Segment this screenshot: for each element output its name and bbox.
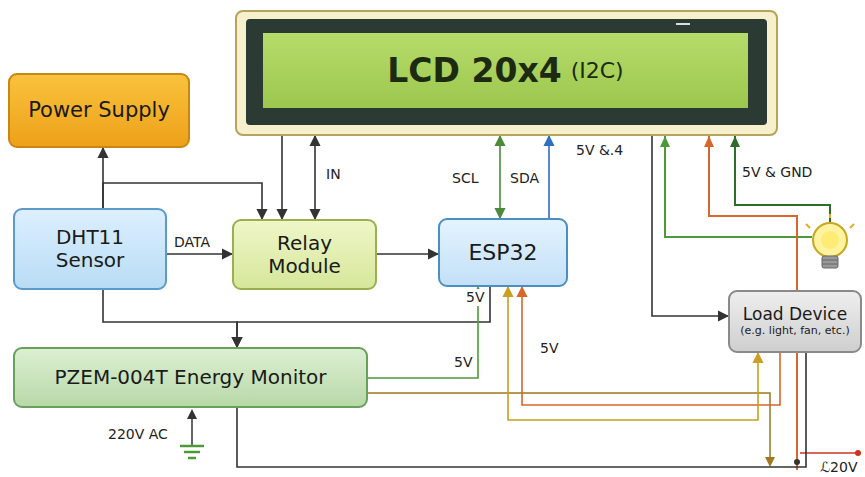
- signal-label: IN: [324, 166, 343, 183]
- lcd-notch: [676, 23, 690, 25]
- signal-label: SCL: [450, 170, 480, 187]
- connector: [103, 290, 237, 347]
- voltage-label: ℒ20V: [818, 459, 859, 476]
- box-label: Load Device: [743, 305, 847, 325]
- lcd-screen: LCD 20x4 (I2C): [263, 33, 748, 108]
- lcd-display: LCD 20x4 (I2C): [235, 10, 778, 136]
- voltage-label: 220V AC: [106, 426, 170, 443]
- connector: [167, 253, 232, 255]
- light-bulb: [806, 214, 854, 268]
- connector: [548, 136, 550, 218]
- connector: [508, 287, 758, 420]
- display-title: LCD 20x4: [387, 52, 561, 90]
- mains-wire: [800, 452, 858, 454]
- relay-box: Relay Module: [232, 219, 377, 290]
- voltage-label: 5V: [464, 289, 486, 306]
- connector: [237, 287, 490, 347]
- pin-label: 5V &.4: [574, 142, 625, 159]
- box-label: DHT11 Sensor: [40, 226, 140, 272]
- connector: [499, 136, 501, 218]
- bulb-wire: [665, 136, 812, 237]
- load-box: Load Device(e.g. light, fan, etc.): [728, 290, 862, 353]
- ground-symbol: [180, 409, 204, 458]
- connector: [281, 136, 283, 219]
- box-label: ESP32: [468, 240, 537, 265]
- controller-box: ESP32: [438, 218, 568, 287]
- pin-label: 5V & GND: [740, 164, 814, 181]
- connector: [377, 253, 438, 255]
- box-note: (e.g. light, fan, etc.): [740, 325, 849, 338]
- energy-monitor-box: PZEM-004T Energy Monitor: [13, 347, 368, 408]
- signal-label: 5V: [452, 354, 474, 371]
- connector: [314, 136, 316, 219]
- signal-label: SDA: [508, 170, 541, 187]
- box-label: Power Supply: [28, 98, 170, 122]
- box-label: Relay Module: [250, 232, 360, 278]
- box-label: PZEM-004T Energy Monitor: [54, 366, 326, 389]
- sensor-box: DHT11 Sensor: [13, 208, 167, 290]
- bulb-wire: [735, 136, 830, 222]
- connector: [652, 136, 728, 316]
- display-subtitle: (I2C): [571, 58, 624, 83]
- power-supply-box: Power Supply: [8, 73, 190, 148]
- connector: [368, 287, 478, 378]
- signal-label: DATA: [172, 234, 212, 251]
- signal-label: 5V: [538, 340, 560, 357]
